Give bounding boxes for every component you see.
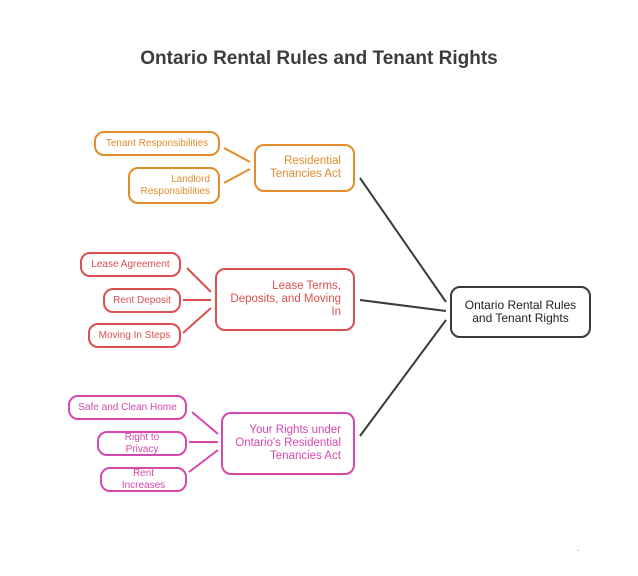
leaf-safe-and-clean-home: Safe and Clean Home [68, 395, 187, 420]
connector-safe-clean [191, 411, 219, 435]
branch-label: Your Rights under Ontario's Residential … [235, 424, 341, 462]
leaf-label: Right to Privacy [124, 431, 160, 455]
leaf-label: Landlord Responsibilities [140, 173, 210, 197]
leaf-landlord-responsibilities: Landlord Responsibilities [128, 167, 220, 204]
connector-lease-center [359, 299, 447, 312]
branch-residential-tenancies-act: Residential Tenancies Act [254, 144, 355, 192]
leaf-moving-in-steps: Moving In Steps [88, 323, 181, 348]
connector-lease-agreement [186, 267, 212, 293]
leaf-rent-deposit: Rent Deposit [103, 288, 181, 313]
connector-landlord-resp [223, 168, 251, 184]
connector-moving-in [182, 307, 212, 334]
leaf-label: Rent Increases [121, 467, 166, 491]
leaf-rent-increases: Rent Increases [100, 467, 187, 492]
center-node-label: Ontario Rental Rules and Tenant Rights [464, 298, 577, 325]
branch-label: Residential Tenancies Act [270, 155, 341, 180]
leaf-label: Tenant Responsibilities [105, 137, 209, 149]
branch-label: Lease Terms, Deposits, and Moving In [230, 280, 341, 318]
leaf-tenant-responsibilities: Tenant Responsibilities [94, 131, 220, 156]
center-node: Ontario Rental Rules and Tenant Rights [450, 286, 591, 338]
leaf-lease-agreement: Lease Agreement [80, 252, 181, 277]
connector-tenant-resp [223, 147, 251, 163]
leaf-label: Lease Agreement [91, 258, 170, 270]
leaf-label: Moving In Steps [98, 329, 171, 341]
connector-rights-center [359, 319, 447, 437]
leaf-label: Safe and Clean Home [78, 401, 177, 413]
leaf-label: Rent Deposit [113, 294, 171, 306]
connector-rent-increases [188, 449, 219, 473]
branch-lease-terms: Lease Terms, Deposits, and Moving In [215, 268, 355, 331]
decorative-dot [577, 550, 579, 551]
diagram-title: Ontario Rental Rules and Tenant Rights [140, 48, 498, 69]
connector-rta-center [359, 177, 447, 303]
branch-your-rights: Your Rights under Ontario's Residential … [221, 412, 355, 475]
leaf-right-to-privacy: Right to Privacy [97, 431, 187, 456]
